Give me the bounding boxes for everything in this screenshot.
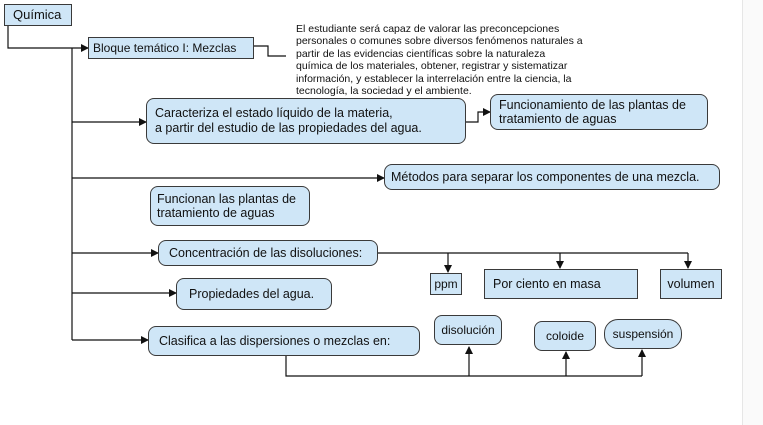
edge-bloque-note xyxy=(254,45,286,57)
node-propiedades: Propiedades del agua. xyxy=(176,278,332,310)
page-edge xyxy=(742,0,763,425)
node-funcionamiento: Funcionamiento de las plantas de tratami… xyxy=(490,94,708,130)
node-ppm: ppm xyxy=(430,273,462,295)
node-funcionan-plantas: Funcionan las plantas de tratamiento de … xyxy=(150,186,310,226)
node-por-ciento: Por ciento en masa xyxy=(484,269,638,299)
node-clasifica: Clasifica a las dispersiones o mezclas e… xyxy=(148,326,420,356)
node-bloque-tematico: Bloque temático I: Mezclas xyxy=(88,37,254,59)
clasifica-bar xyxy=(285,355,642,377)
node-concentracion: Concentración de las disoluciones: xyxy=(158,240,378,266)
note-objective: El estudiante será capaz de valorar las … xyxy=(296,22,583,98)
node-coloide: coloide xyxy=(534,321,596,351)
node-caracteriza: Caracteriza el estado líquido de la mate… xyxy=(146,98,466,144)
edge-quimica-bloque xyxy=(7,26,89,52)
node-metodos: Métodos para separar los componentes de … xyxy=(384,164,720,190)
node-quimica: Química xyxy=(4,4,72,26)
node-suspension: suspensión xyxy=(604,319,682,349)
edge-caracteriza-funcionamiento xyxy=(466,108,491,123)
node-volumen: volumen xyxy=(660,269,722,299)
node-disolucion: disolución xyxy=(434,315,502,345)
